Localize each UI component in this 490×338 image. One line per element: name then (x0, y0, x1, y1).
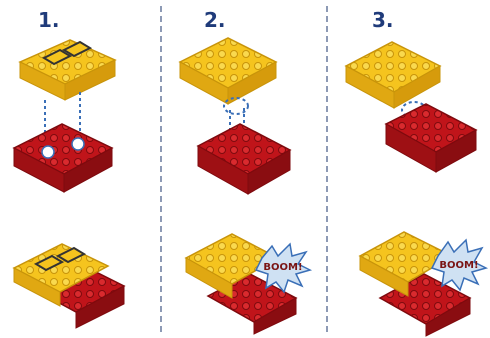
step-3-top-yellow-piece (346, 42, 440, 108)
step-3-bottom-red-piece (386, 104, 476, 172)
step-2-top-yellow-piece (180, 38, 276, 104)
step-1-assembled (14, 244, 124, 328)
boom-text: BOOM! (263, 262, 302, 273)
step-3-collision: BOOM! (360, 232, 486, 336)
boom-text: BOOM! (439, 260, 478, 271)
step-2-collision: BOOM! (186, 234, 310, 334)
step-2-bottom-red-piece (198, 124, 290, 194)
step-1-top-yellow-piece (20, 40, 115, 100)
step-1-bottom-red-piece (14, 124, 112, 192)
